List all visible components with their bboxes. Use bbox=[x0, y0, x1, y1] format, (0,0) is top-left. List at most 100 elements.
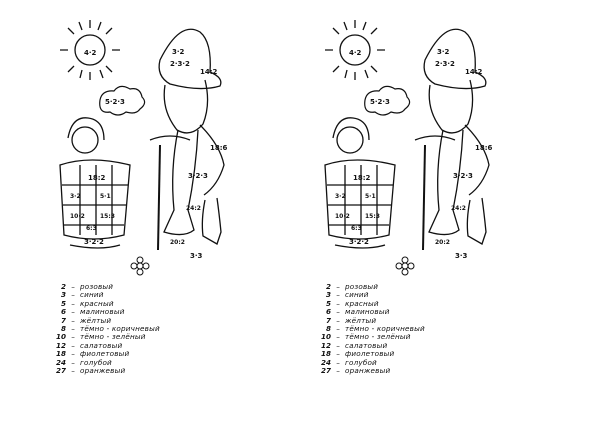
legend-row: 10–тёмно - зелёный bbox=[317, 332, 425, 342]
legend-number: 8 bbox=[325, 324, 331, 334]
legend-number: 8 bbox=[60, 324, 66, 334]
basket-equation-4: 15:3 bbox=[100, 213, 115, 220]
legend-number: 12 bbox=[320, 340, 331, 350]
legend-number: 2 bbox=[325, 282, 331, 291]
legend-row: 5–красный bbox=[317, 298, 425, 308]
legend-number: 10 bbox=[55, 332, 66, 342]
legend-color-name: жёлтый bbox=[345, 315, 377, 325]
legend-number: 27 bbox=[55, 366, 66, 376]
legend-row: 3–синий bbox=[52, 290, 160, 300]
legend-color-name: фиолетовый bbox=[345, 349, 395, 359]
ground-equation: 3·3 bbox=[190, 252, 203, 260]
legend-number: 6 bbox=[60, 307, 66, 317]
legend-row: 2–розовый bbox=[52, 282, 160, 291]
legend-row: 2–розовый bbox=[317, 282, 425, 291]
legend-row: 24–голубой bbox=[317, 357, 425, 367]
flower-drawing bbox=[395, 256, 415, 276]
sun-drawing: 4·2 bbox=[325, 20, 385, 80]
legend-color-name: малиновый bbox=[80, 307, 125, 317]
worksheet-right: 4·2 5·2·3 3·2 2·3·2 14:2 18:6 3·2·3 24:2… bbox=[300, 0, 600, 424]
legend-row: 27–оранжевый bbox=[52, 366, 160, 376]
legend-row: 10–тёмно - зелёный bbox=[52, 332, 160, 342]
arm-equation: 18:6 bbox=[475, 144, 493, 152]
legend-color-name: тёмно - зелёный bbox=[345, 332, 411, 342]
girl-basket-drawing bbox=[59, 117, 131, 249]
cloud-equation: 5·2·3 bbox=[370, 98, 390, 106]
hat-top-equation: 3·2 bbox=[172, 48, 185, 56]
legend-color-name: жёлтый bbox=[80, 315, 112, 325]
legend-row: 8–тёмно - коричневый bbox=[52, 324, 160, 334]
legend-number: 2 bbox=[60, 282, 66, 291]
legend-row: 7–жёлтый bbox=[317, 315, 425, 325]
hat-top-equation: 3·2 bbox=[437, 48, 450, 56]
legend-row: 7–жёлтый bbox=[52, 315, 160, 325]
worksheet-left: 4·2 5·2·3 3·2 2·3·2 14:2 18:6 3·2·3 24:2… bbox=[52, 20, 228, 376]
boot-equation: 20:2 bbox=[170, 239, 185, 246]
basket-equation-3: 10·2 bbox=[70, 213, 85, 220]
legend-number: 7 bbox=[60, 315, 66, 325]
legend-number: 5 bbox=[325, 298, 331, 308]
legend-number: 18 bbox=[320, 349, 331, 359]
legend-number: 6 bbox=[325, 307, 331, 317]
legend-color-name: малиновый bbox=[345, 307, 390, 317]
color-legend: 2–розовый 3–синий 5–красный 6–малиновый … bbox=[317, 282, 425, 376]
legend-row: 8–тёмно - коричневый bbox=[317, 324, 425, 334]
legend-color-name: салатовый bbox=[80, 340, 123, 350]
legend-color-name: салатовый bbox=[345, 340, 388, 350]
legend-row: 18–фиолетовый bbox=[317, 349, 425, 359]
legend-number: 10 bbox=[320, 332, 331, 342]
basket-top-equation: 18:2 bbox=[88, 174, 106, 182]
belly-equation: 3·2·3 bbox=[188, 172, 208, 180]
cloud-equation: 5·2·3 bbox=[105, 98, 125, 106]
basket-equation-5: 6:3 bbox=[86, 225, 97, 232]
legend-color-name: красный bbox=[345, 298, 379, 308]
legs-equation: 24:2 bbox=[186, 205, 201, 212]
basket-bottom-equation: 3·2·2 bbox=[84, 238, 104, 246]
cloud-drawing: 5·2·3 bbox=[364, 85, 411, 116]
sun-drawing: 4·2 bbox=[60, 20, 120, 80]
legend-row: 18–фиолетовый bbox=[52, 349, 160, 359]
legend-number: 27 bbox=[320, 366, 331, 376]
legend-row: 6–малиновый bbox=[317, 307, 425, 317]
cloud-drawing: 5·2·3 bbox=[99, 85, 146, 116]
belly-equation: 3·2·3 bbox=[453, 172, 473, 180]
basket-equation-1: 3·2 bbox=[335, 193, 346, 200]
legend-color-name: голубой bbox=[80, 357, 112, 367]
legend-number: 24 bbox=[320, 357, 331, 367]
hat-equation: 2·3·2 bbox=[435, 60, 455, 68]
legend-color-name: фиолетовый bbox=[80, 349, 130, 359]
basket-equation-3: 10·2 bbox=[335, 213, 350, 220]
girl-basket-drawing bbox=[324, 117, 396, 249]
legend-row: 6–малиновый bbox=[52, 307, 160, 317]
boot-equation: 20:2 bbox=[435, 239, 450, 246]
legend-number: 5 bbox=[60, 298, 66, 308]
legend-row: 5–красный bbox=[52, 298, 160, 308]
legend-number: 24 bbox=[55, 357, 66, 367]
flower-drawing bbox=[130, 256, 150, 276]
basket-equation-1: 3·2 bbox=[70, 193, 81, 200]
legend-color-name: тёмно - коричневый bbox=[80, 324, 160, 334]
legend-number: 7 bbox=[325, 315, 331, 325]
basket-top-equation: 18:2 bbox=[353, 174, 371, 182]
legend-row: 12–салатовый bbox=[317, 340, 425, 350]
old-man-drawing bbox=[414, 28, 490, 251]
beard-equation: 14:2 bbox=[465, 68, 483, 76]
legend-color-name: синий bbox=[80, 290, 104, 300]
legend-color-name: оранжевый bbox=[80, 366, 126, 376]
legend-color-name: тёмно - коричневый bbox=[345, 324, 425, 334]
legend-row: 12–салатовый bbox=[52, 340, 160, 350]
legend-row: 3–синий bbox=[317, 290, 425, 300]
coloring-picture: 4·2 5·2·3 3·2 2·3·2 14:2 18:6 3·2·3 24:2… bbox=[59, 20, 228, 276]
beard-equation: 14:2 bbox=[200, 68, 218, 76]
legend-number: 3 bbox=[325, 290, 331, 300]
legend-row: 24–голубой bbox=[52, 357, 160, 367]
legend-number: 18 bbox=[55, 349, 66, 359]
color-legend: 2–розовый 3–синий 5–красный 6–малиновый … bbox=[52, 282, 160, 376]
legend-number: 12 bbox=[55, 340, 66, 350]
legend-color-name: оранжевый bbox=[345, 366, 391, 376]
sun-equation: 4·2 bbox=[84, 49, 97, 57]
legend-number: 3 bbox=[60, 290, 66, 300]
old-man-drawing bbox=[149, 28, 225, 251]
basket-bottom-equation: 3·2·2 bbox=[349, 238, 369, 246]
legs-equation: 24:2 bbox=[451, 205, 466, 212]
